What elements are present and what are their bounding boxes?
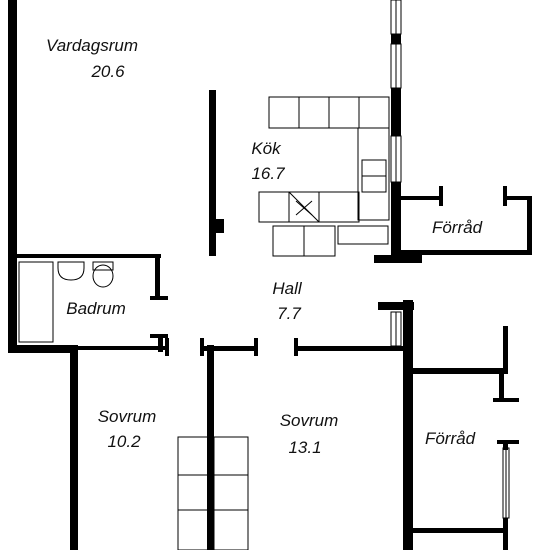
wall-right-lower bbox=[403, 300, 413, 550]
wall-bedroom-partition bbox=[207, 345, 214, 550]
room-area-vardagsrum: 20.6 bbox=[90, 62, 125, 81]
wall-storage-low-rside3 bbox=[503, 518, 508, 550]
wall-bath-door-jamb-top bbox=[150, 296, 168, 300]
wall-storage-top-right-cap bbox=[503, 186, 507, 206]
wall-right-lower-cap bbox=[378, 302, 414, 310]
sink-icon bbox=[295, 200, 313, 216]
wall-right-top bbox=[391, 34, 401, 44]
wall-hall-south-2 bbox=[294, 346, 404, 351]
wall-bath-bottom bbox=[17, 346, 167, 350]
wall-living-kitchen-stub bbox=[216, 219, 224, 233]
room-name-forrad-top: Förråd bbox=[432, 218, 483, 237]
wardrobe-unit bbox=[177, 436, 249, 550]
wall-storage-top-rside bbox=[527, 196, 532, 254]
wall-bath-right-upper bbox=[155, 254, 160, 300]
wardrobe bbox=[177, 436, 249, 550]
interior-walls bbox=[17, 90, 532, 550]
wall-hall-south-1-cap2 bbox=[254, 338, 258, 356]
wall-storage-top-left-cap bbox=[439, 186, 443, 206]
room-area-kok: 16.7 bbox=[251, 164, 285, 183]
wall-storage-top-left bbox=[401, 196, 443, 200]
wall-right-upper-cap bbox=[374, 255, 422, 263]
kitchen-island bbox=[258, 191, 360, 223]
wall-living-left bbox=[8, 0, 17, 262]
toilet-tank-icon bbox=[92, 261, 114, 271]
wall-hall-south-1 bbox=[200, 346, 258, 351]
wall-storage-low-rside bbox=[499, 374, 504, 402]
room-area-hall: 7.7 bbox=[277, 304, 301, 323]
room-name-vardagsrum: Vardagsrum bbox=[46, 36, 138, 55]
wall-hall-south-2-cap bbox=[294, 338, 298, 356]
wall-storage-bottom-top bbox=[411, 368, 503, 374]
wall-storage-low-rside2 bbox=[503, 440, 508, 450]
wall-storage-low-rside-cap bbox=[493, 398, 519, 402]
room-name-hall: Hall bbox=[272, 279, 303, 298]
wall-bath-right-lower bbox=[158, 334, 163, 352]
wall-bedroom-left bbox=[70, 345, 78, 550]
wall-living-kitchen bbox=[209, 90, 216, 256]
kitchen-dishwasher bbox=[337, 225, 389, 245]
wall-bath-top bbox=[17, 254, 161, 258]
room-name-sovrum-right: Sovrum bbox=[280, 411, 339, 430]
washbasin-icon bbox=[57, 261, 85, 281]
room-name-badrum: Badrum bbox=[66, 299, 126, 318]
wall-bath-bottom-end bbox=[165, 338, 169, 356]
bathroom-fixtures bbox=[18, 261, 114, 343]
room-area-sovrum-left: 10.2 bbox=[107, 432, 141, 451]
room-labels: Vardagsrum 20.6 Kök 16.7 Förråd Badrum H… bbox=[46, 36, 483, 457]
wall-storage-top-bottom bbox=[401, 250, 532, 255]
wall-storage-low-post bbox=[503, 326, 508, 374]
wall-storage-low-bottom bbox=[411, 528, 508, 533]
kitchen-fixtures bbox=[258, 96, 390, 257]
toilet-bowl-icon bbox=[92, 264, 114, 288]
wall-hall-south-1-cap bbox=[200, 338, 204, 356]
room-name-forrad-bottom: Förråd bbox=[425, 429, 476, 448]
wall-storage-top-right bbox=[503, 196, 531, 200]
room-name-sovrum-left: Sovrum bbox=[98, 407, 157, 426]
room-name-kok: Kök bbox=[251, 139, 282, 158]
room-area-sovrum-right: 13.1 bbox=[288, 438, 321, 457]
wall-bath-left bbox=[8, 255, 17, 353]
kitchen-right-counter bbox=[357, 127, 390, 221]
bathtub-icon bbox=[18, 261, 54, 343]
